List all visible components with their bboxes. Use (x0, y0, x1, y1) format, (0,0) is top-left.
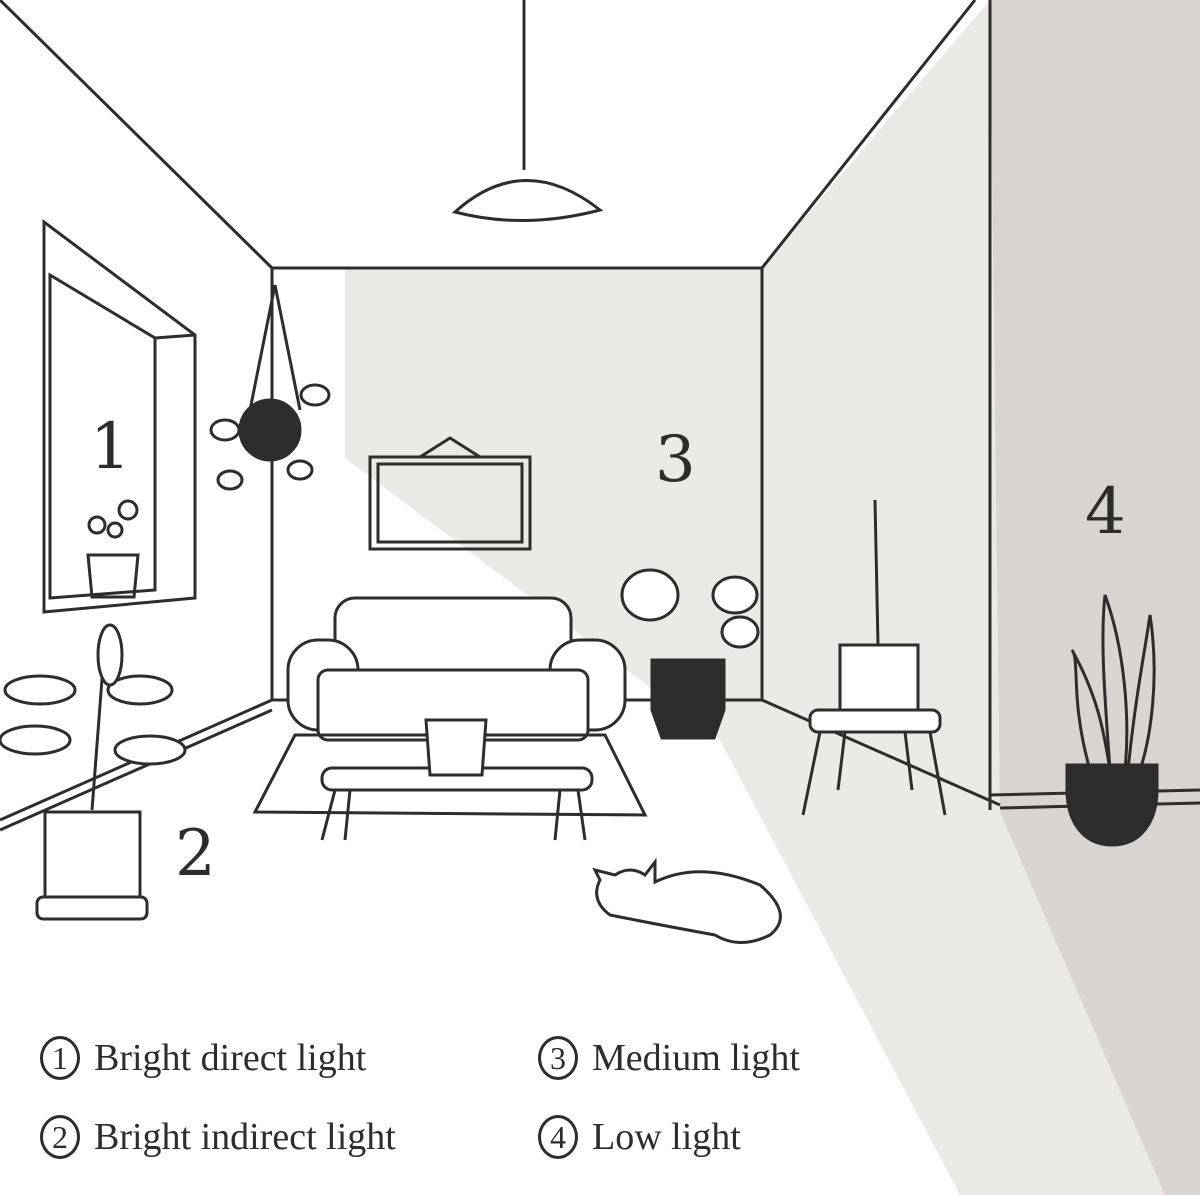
legend-item-1: 1 Bright direct light (40, 1036, 366, 1080)
legend-number-2: 2 (40, 1115, 80, 1159)
window-plant-icon (86, 499, 140, 599)
coffee-table-icon (320, 718, 594, 841)
legend-item-2: 2 Bright indirect light (40, 1115, 396, 1159)
legend-label-1: Bright direct light (94, 1037, 367, 1079)
sofa-icon (286, 596, 627, 742)
legend-number-1: 1 (40, 1036, 80, 1080)
legend-label-3: Medium light (592, 1037, 800, 1079)
snake-plant-icon (1065, 594, 1159, 847)
zone-number-3: 3 (655, 423, 696, 497)
pendant-lamp-icon (451, 0, 604, 223)
legend-number-3: 3 (538, 1036, 578, 1080)
plant-stand-icon (801, 499, 947, 816)
rug (252, 733, 648, 817)
hanging-plant-icon (209, 284, 331, 491)
zone-number-2: 2 (175, 817, 216, 891)
floor-plant-icon (0, 623, 187, 921)
zone-number-1: 1 (90, 410, 131, 484)
window (42, 219, 197, 614)
legend-label-4: Low light (592, 1116, 741, 1158)
monstera-plant-icon (620, 568, 760, 740)
legend-item-3: 3 Medium light (538, 1036, 800, 1080)
legend-number-4: 4 (538, 1115, 578, 1159)
legend-label-2: Bright indirect light (94, 1116, 396, 1158)
legend-item-4: 4 Low light (538, 1115, 741, 1159)
cat-icon (592, 857, 782, 944)
wall-painting (368, 436, 532, 551)
zone-number-4: 4 (1085, 475, 1126, 549)
